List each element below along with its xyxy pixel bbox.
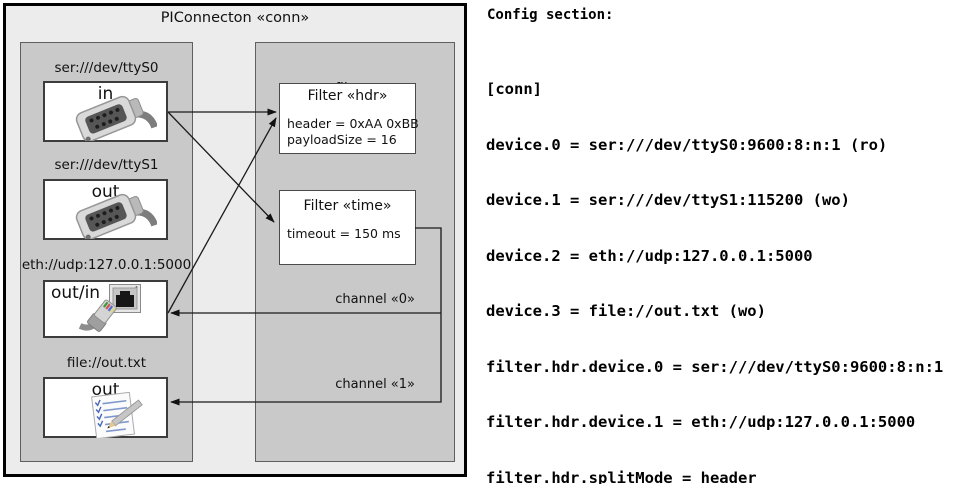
config-line: device.0 = ser:///dev/ttyS0:9600:8:n:1 (… (486, 135, 888, 154)
config-section-heading: Config section: (487, 7, 614, 23)
config-line: device.2 = eth://udp:127.0.0.1:5000 (486, 246, 813, 265)
port-direction-label: out/in (51, 283, 101, 303)
config-line: [conn] (486, 80, 542, 98)
filter-time-params: timeout = 150 ms (287, 226, 413, 242)
device-label-file: file://out.txt (66, 355, 147, 371)
filter-hdr-title: Filter «hdr» (307, 88, 388, 104)
device-box-ttys0: in (43, 81, 168, 142)
device-label-ttys1: ser:///dev/ttyS1 (54, 157, 159, 173)
device-box-eth: out/in (43, 280, 168, 338)
device-label-eth: eth://udp:127.0.0.1:5000 (21, 257, 192, 273)
device-box-ttys1: out (43, 179, 168, 240)
config-line: device.3 = file://out.txt (wo) (486, 302, 766, 320)
filter-param: timeout = 150 ms (287, 226, 401, 241)
serial-connector-icon (75, 193, 157, 239)
filter-time-box: Filter «time» timeout = 150 ms (279, 190, 416, 265)
filter-time-title: Filter «time» (303, 198, 392, 214)
config-line: filter.hdr.splitMode = header (486, 468, 757, 484)
filter-hdr-params: header = 0xAA 0xBB payloadSize = 16 (287, 116, 419, 147)
config-section-body: [conn] device.0 = ser:///dev/ttyS0:9600:… (486, 43, 953, 484)
connector-diagram: PIConnecton «conn» filters ser:///dev/tt… (3, 3, 467, 477)
port-direction-label: in (97, 84, 114, 104)
filter-hdr-box: Filter «hdr» header = 0xAA 0xBB payloadS… (279, 83, 419, 154)
config-line: device.1 = ser:///dev/ttyS1:115200 (wo) (486, 191, 850, 209)
port-direction-label: out (91, 182, 120, 202)
channel-0-label: channel «0» (335, 292, 415, 307)
device-label-ttys0: ser:///dev/ttyS0 (54, 60, 159, 76)
filter-param: payloadSize = 16 (287, 131, 397, 147)
config-line: filter.hdr.device.0 = ser:///dev/ttyS0:9… (486, 357, 944, 376)
filter-param: header = 0xAA 0xBB (287, 116, 419, 131)
config-line: filter.hdr.device.1 = eth://udp:127.0.0.… (486, 413, 916, 431)
notepad-icon (91, 392, 143, 438)
serial-connector-icon (75, 95, 157, 141)
ethernet-port-icon (109, 284, 141, 313)
channel-1-label: channel «1» (335, 377, 415, 392)
diagram-title: PIConnecton «conn» (160, 10, 310, 26)
device-box-file: out (43, 377, 168, 438)
ethernet-cable-icon (79, 299, 117, 332)
